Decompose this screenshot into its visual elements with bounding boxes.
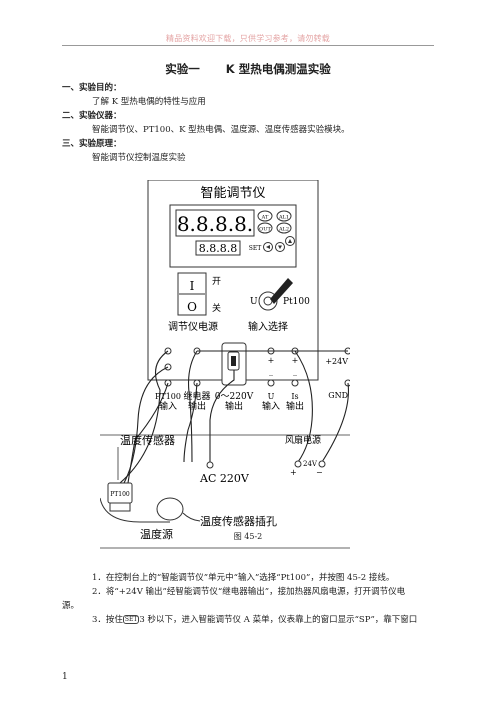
range-terminal-sub: 输出 xyxy=(225,400,243,412)
u-terminal-label: U xyxy=(268,392,275,401)
step-3-prefix: 3．按住 xyxy=(92,615,123,625)
relay-terminal-label: 继电器 xyxy=(183,390,210,402)
step-1: 1．在控制台上的“智能调节仪”单元中“输入”选择“Pt100”，并按图 45-2… xyxy=(92,573,395,583)
u-minus: _ xyxy=(269,367,273,376)
probe-base xyxy=(109,502,131,512)
selector-lever[interactable] xyxy=(270,278,293,304)
header-divider xyxy=(62,45,434,46)
svg-text:AL2: AL2 xyxy=(278,227,289,233)
is-terminal-sub: 输出 xyxy=(286,400,304,412)
selector-label: 输入选择 xyxy=(248,320,288,333)
ac-terminal xyxy=(206,461,214,469)
section1-body: 了解 K 型热电偶的特性与应用 xyxy=(92,97,206,107)
sensor-label: 温度传感器 xyxy=(120,433,175,447)
indicator-al2: AL2 xyxy=(276,222,292,234)
page-title: 实验一 K 型热电偶测温实验 xyxy=(0,61,496,77)
gnd-label: GND xyxy=(328,391,348,400)
fan-plus-terminal xyxy=(294,460,302,468)
section2-body: 智能调节仪、PT100、K 型热电偶、温度源、温度传感器实验模块。 xyxy=(92,125,350,135)
step-2-line1: 2．将“+24V 输出”经智能调节仪“继电器输出”，接加热器风扇电源，打开调节仪… xyxy=(92,587,406,597)
socket-leader xyxy=(182,512,201,522)
fan-power-label: 风扇电源 xyxy=(285,434,321,446)
set-key[interactable]: SET xyxy=(249,245,262,252)
panel-title: 智能调节仪 xyxy=(200,186,265,201)
up-arrow-icon xyxy=(288,239,292,243)
u-plus: + xyxy=(268,356,275,365)
title-experiment-name: K 型热电偶测温实验 xyxy=(225,62,331,76)
section1-heading: 一、实验目的： xyxy=(62,83,122,93)
page-number: 1 xyxy=(62,672,68,682)
pt100-terminal-label: PT100 xyxy=(155,392,181,401)
indicator-al1: AL1 xyxy=(276,210,292,222)
socket-label: 温度传感器插孔 xyxy=(200,514,277,528)
plus-24v-label: +24V xyxy=(325,357,348,366)
selector-right-label: Pt100 xyxy=(283,297,310,307)
fan-voltage: 24V xyxy=(303,460,318,468)
switch-on-label: 开 xyxy=(212,276,221,287)
relay-terminal-sub: 输出 xyxy=(188,400,206,412)
step-3-text: 3 秒以下，进入智能调节仪 A 菜单，仪表靠上的窗口显示“SP”，靠下窗口 xyxy=(139,615,418,625)
main-display-digits: 8.8.8.8. xyxy=(177,212,253,236)
selector-left-label: U xyxy=(250,297,258,307)
indicator-at: AT xyxy=(257,210,273,222)
switch-on-symbol: I xyxy=(190,279,195,293)
sub-display xyxy=(195,240,241,256)
title-experiment-number: 实验一 xyxy=(165,62,200,76)
is-plus: + xyxy=(292,356,299,365)
fan-plus-sign: + xyxy=(290,468,297,477)
source-outline xyxy=(100,497,170,523)
main-display xyxy=(175,209,255,237)
pt100-probe-label: PT100 xyxy=(110,491,130,498)
is-minus: _ xyxy=(293,367,297,376)
down-arrow-icon xyxy=(278,245,282,249)
fan-minus-terminal xyxy=(318,460,326,468)
is-terminal-label: Is xyxy=(291,392,298,401)
sub-display-digits: 8.8.8.8 xyxy=(199,242,237,255)
figure-caption: 图 45-2 xyxy=(233,532,263,541)
sensor-socket xyxy=(156,497,184,521)
header-banner: 精品资料欢迎下载，只供学习参考，请勿转载 xyxy=(166,34,330,43)
switch-off-label: 关 xyxy=(212,302,221,314)
svg-text:AT: AT xyxy=(261,215,269,221)
indicator-out: OUT xyxy=(257,222,273,234)
svg-text:AL1: AL1 xyxy=(278,215,289,221)
set-key-inline: SET xyxy=(122,615,140,624)
range-terminal-label: 0～220V xyxy=(215,392,254,402)
section3-body: 智能调节仪控制温度实验 xyxy=(92,153,186,163)
outlet-pin xyxy=(231,356,236,366)
ac-220v-label: AC 220V xyxy=(199,472,250,485)
fan-minus-sign: − xyxy=(316,468,323,477)
left-arrow-icon xyxy=(266,245,270,249)
wires xyxy=(119,350,350,484)
wiring-diagram: 智能调节仪 8.8.8.8. 8.8.8.8 AT AL1 OUT AL2 SE… xyxy=(100,180,350,549)
section2-heading: 二、实验仪器： xyxy=(62,111,122,121)
pt100-terminal-sub: 输入 xyxy=(159,400,177,412)
step-2-line2: 源。 xyxy=(62,601,80,611)
u-terminal-sub: 输入 xyxy=(262,400,280,412)
source-label: 温度源 xyxy=(140,527,173,541)
switch-off-symbol: O xyxy=(187,300,197,314)
section3-heading: 三、实验原理： xyxy=(62,139,122,149)
power-label: 调节仪电源 xyxy=(168,320,218,333)
svg-text:OUT: OUT xyxy=(259,227,271,233)
